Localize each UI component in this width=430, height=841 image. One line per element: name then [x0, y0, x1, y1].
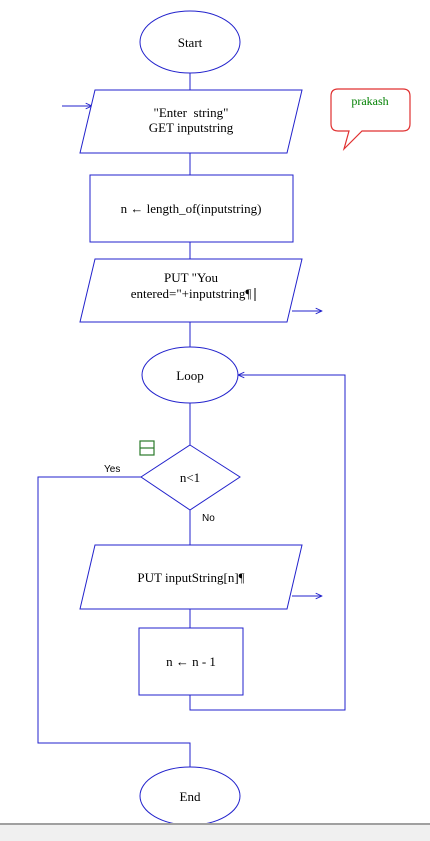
no-label: No: [202, 513, 215, 524]
put-node[interactable]: PUT inputString[n]¶: [79, 544, 303, 610]
comment-bubble[interactable]: prakash: [330, 88, 411, 152]
decrement-rect: [138, 627, 244, 696]
put-parallelogram: [79, 544, 303, 610]
collapse-marker-icon[interactable]: [139, 440, 155, 456]
connector-loop-back: [189, 374, 346, 711]
decision-node[interactable]: n<1: [140, 444, 241, 511]
start-node[interactable]: Start: [139, 10, 241, 74]
output-line-2: entered="+inputstring¶: [131, 286, 252, 301]
assign-label: n ← length_of(inputstring): [121, 201, 262, 216]
input-line-1: "Enter string": [154, 105, 229, 120]
output-parallelogram: [79, 258, 303, 323]
arrows: [62, 106, 322, 596]
loop-oval: [141, 346, 239, 404]
end-label: End: [180, 789, 201, 804]
output-line-1: PUT "You: [164, 270, 218, 285]
decrement-label: n ← n - 1: [166, 654, 216, 669]
yes-label: Yes: [104, 464, 120, 475]
comment-bubble-shape: [330, 88, 411, 152]
bottom-scrollbar[interactable]: [0, 823, 430, 841]
assign-node[interactable]: n ← length_of(inputstring): [89, 174, 294, 243]
input-parallelogram: [79, 89, 303, 154]
start-label: Start: [178, 35, 203, 50]
input-line-2: GET inputstring: [149, 120, 234, 135]
connectors: [37, 72, 346, 767]
end-node[interactable]: End: [139, 766, 241, 826]
connector-yes-end: [37, 476, 191, 767]
output-node[interactable]: PUT "You entered="+inputstring¶: [79, 258, 303, 323]
loop-label: Loop: [176, 368, 203, 383]
assign-rect: [89, 174, 294, 243]
decision-label: n<1: [180, 470, 200, 485]
decision-diamond: [140, 444, 241, 511]
input-node[interactable]: "Enter string" GET inputstring: [79, 89, 303, 154]
loop-node[interactable]: Loop: [141, 346, 239, 404]
start-oval: [139, 10, 241, 74]
decrement-node[interactable]: n ← n - 1: [138, 627, 244, 696]
comment-text: prakash: [351, 94, 388, 108]
put-label: PUT inputString[n]¶: [137, 570, 244, 585]
